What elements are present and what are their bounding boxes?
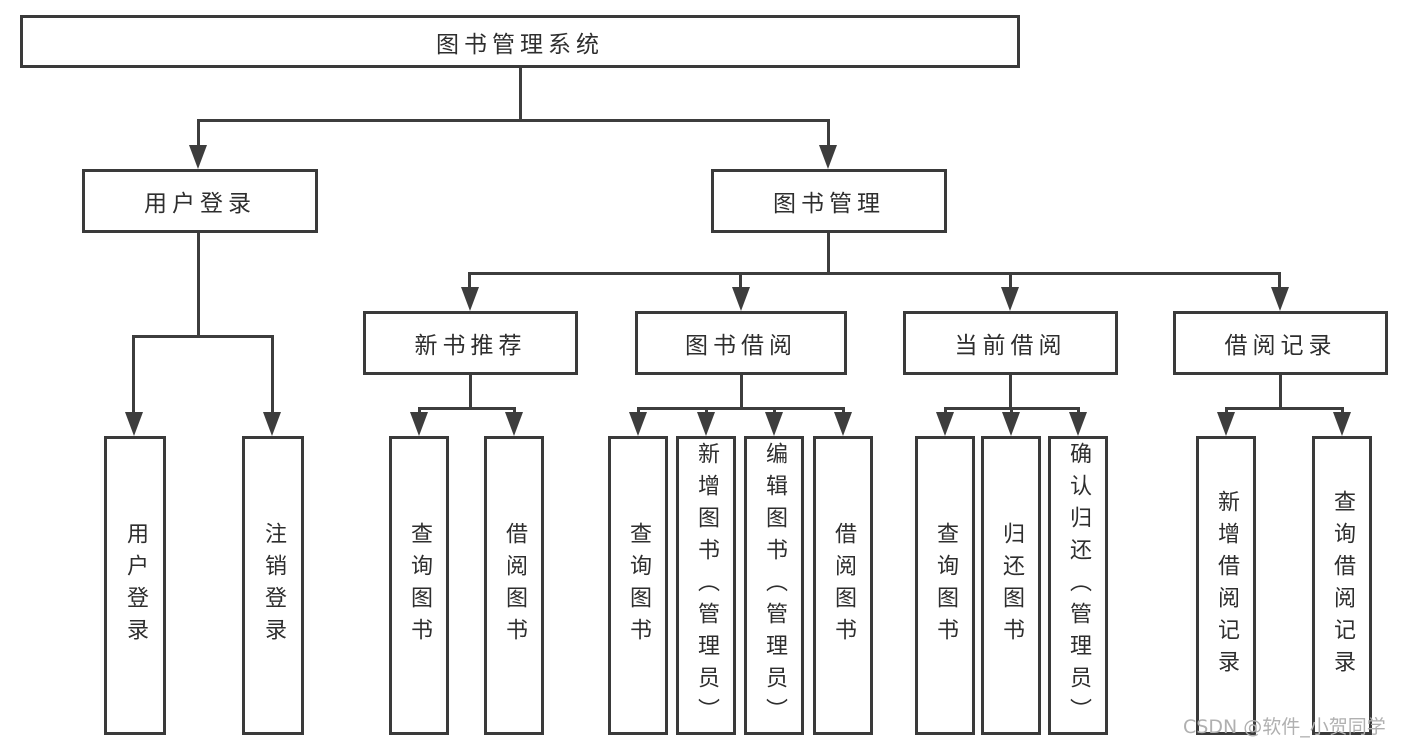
leaf-nb-borrow-book-label: 借阅图书 xyxy=(502,521,527,650)
leaf-bb-borrow-book: 借阅图书 xyxy=(813,436,873,735)
edge-stub-leaf-login xyxy=(132,335,135,415)
edge-book-mgmt-stem xyxy=(827,233,830,272)
edge-stub-user-login xyxy=(197,119,200,148)
node-current-borrow-label: 当前借阅 xyxy=(954,333,1067,359)
arrowhead-user-login xyxy=(189,145,207,169)
leaf-user-login-label: 用户登录 xyxy=(123,521,148,650)
node-book-borrow-label: 图书借阅 xyxy=(685,333,797,359)
arrowhead-nb-borrow xyxy=(505,412,523,436)
leaf-nb-query-book-label: 查询图书 xyxy=(407,521,432,650)
arrowhead-new-book xyxy=(461,287,479,311)
leaf-nb-borrow-book: 借阅图书 xyxy=(484,436,544,735)
edge-stub-bb-query xyxy=(637,407,640,415)
arrowhead-cb-confirm xyxy=(1069,412,1087,436)
arrowhead-bb-add xyxy=(697,412,715,436)
edge-user-login-rail xyxy=(132,335,274,338)
edge-stub-cb-query xyxy=(944,407,947,415)
csdn-watermark: CSDN @软件_小贺同学 xyxy=(1183,716,1386,738)
arrowhead-nb-query xyxy=(410,412,428,436)
node-book-borrow: 图书借阅 xyxy=(635,311,847,375)
arrowhead-bb-borrow xyxy=(834,412,852,436)
edge-stub-nb-borrow xyxy=(513,407,516,415)
node-root: 图书管理系统 xyxy=(20,15,1020,68)
leaf-cb-query-book-label: 查询图书 xyxy=(933,521,958,650)
node-book-mgmt-label: 图书管理 xyxy=(773,191,885,217)
edge-stub-borrow-records xyxy=(1278,272,1281,290)
edge-stub-current-borrow xyxy=(1009,272,1012,290)
arrowhead-cb-query xyxy=(936,412,954,436)
node-root-label: 图书管理系统 xyxy=(436,31,604,58)
edge-stub-cb-return xyxy=(1010,407,1013,415)
leaf-bb-add-book-label: 新增图书（管理员） xyxy=(694,441,719,730)
edge-stub-book-borrow xyxy=(739,272,742,290)
edge-new-book-rail xyxy=(418,407,515,410)
edge-stub-br-query xyxy=(1341,407,1344,415)
edge-stub-new-book xyxy=(468,272,471,290)
leaf-bb-query-book-label: 查询图书 xyxy=(626,521,651,650)
edge-stub-leaf-logout xyxy=(271,335,274,415)
edge-book-borrow-rail xyxy=(637,407,844,410)
arrowhead-borrow-records xyxy=(1271,287,1289,311)
edge-borrow-records-rail xyxy=(1225,407,1343,410)
arrowhead-current-borrow xyxy=(1001,287,1019,311)
arrowhead-leaf-login xyxy=(125,412,143,436)
node-book-mgmt: 图书管理 xyxy=(711,169,947,233)
edge-root-stem xyxy=(519,68,522,119)
leaf-cb-return-book: 归还图书 xyxy=(981,436,1041,735)
leaf-bb-query-book: 查询图书 xyxy=(608,436,668,735)
leaf-bb-edit-book-label: 编辑图书（管理员） xyxy=(762,441,787,730)
arrowhead-book-borrow xyxy=(732,287,750,311)
arrowhead-leaf-logout xyxy=(263,412,281,436)
leaf-nb-query-book: 查询图书 xyxy=(389,436,449,735)
edge-stub-nb-query xyxy=(418,407,421,415)
node-user-login: 用户登录 xyxy=(82,169,318,233)
edge-user-login-stem xyxy=(197,233,200,335)
leaf-logout: 注销登录 xyxy=(242,436,304,735)
leaf-br-query-record-label: 查询借阅记录 xyxy=(1330,489,1355,682)
leaf-user-login: 用户登录 xyxy=(104,436,166,735)
node-user-login-label: 用户登录 xyxy=(144,191,256,217)
arrowhead-br-query xyxy=(1333,412,1351,436)
leaf-br-add-record: 新增借阅记录 xyxy=(1196,436,1256,735)
leaf-cb-return-book-label: 归还图书 xyxy=(999,521,1024,650)
edge-stub-cb-confirm xyxy=(1077,407,1080,415)
leaf-logout-label: 注销登录 xyxy=(261,521,286,650)
leaf-cb-query-book: 查询图书 xyxy=(915,436,975,735)
node-borrow-records-label: 借阅记录 xyxy=(1224,333,1337,359)
arrowhead-cb-return xyxy=(1002,412,1020,436)
leaf-br-add-record-label: 新增借阅记录 xyxy=(1214,489,1239,682)
edge-new-book-stem xyxy=(469,375,472,407)
node-new-book-rec: 新书推荐 xyxy=(363,311,578,375)
edge-stub-bb-edit xyxy=(773,407,776,415)
node-new-book-rec-label: 新书推荐 xyxy=(414,333,527,359)
edge-level3-rail xyxy=(469,272,1281,275)
leaf-bb-add-book: 新增图书（管理员） xyxy=(676,436,736,735)
node-current-borrow: 当前借阅 xyxy=(903,311,1118,375)
edge-stub-bb-add xyxy=(705,407,708,415)
edge-book-borrow-stem xyxy=(740,375,743,407)
leaf-br-query-record: 查询借阅记录 xyxy=(1312,436,1372,735)
leaf-cb-confirm-return-label: 确认归还（管理员） xyxy=(1066,441,1091,730)
arrowhead-book-mgmt xyxy=(819,145,837,169)
edge-borrow-records-stem xyxy=(1279,375,1282,407)
edge-stub-bb-borrow xyxy=(842,407,845,415)
edge-stub-br-add xyxy=(1225,407,1228,415)
edge-level2-rail xyxy=(197,119,830,122)
edge-stub-book-mgmt xyxy=(827,119,830,148)
arrowhead-bb-query xyxy=(629,412,647,436)
leaf-cb-confirm-return: 确认归还（管理员） xyxy=(1048,436,1108,735)
arrowhead-br-add xyxy=(1217,412,1235,436)
edge-current-borrow-stem xyxy=(1009,375,1012,407)
leaf-bb-borrow-book-label: 借阅图书 xyxy=(831,521,856,650)
node-borrow-records: 借阅记录 xyxy=(1173,311,1388,375)
leaf-bb-edit-book: 编辑图书（管理员） xyxy=(744,436,804,735)
arrowhead-bb-edit xyxy=(765,412,783,436)
